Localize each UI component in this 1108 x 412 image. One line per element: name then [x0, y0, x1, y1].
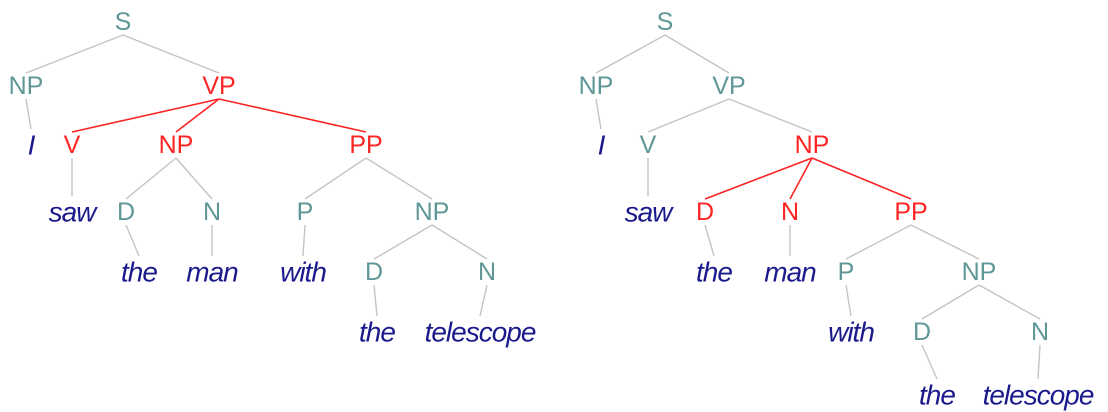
edge-n2-telescope: [479, 284, 488, 317]
edge-pp-p: [845, 224, 912, 260]
node-np1: NP: [9, 72, 44, 100]
word-with: with: [280, 257, 326, 288]
edge-pp-np3: [365, 157, 433, 200]
node-d1: D: [117, 198, 135, 226]
word-telescope: telescope: [425, 317, 536, 348]
word-the1: the: [696, 257, 732, 288]
node-s: S: [115, 8, 132, 36]
word-the1: the: [121, 257, 157, 288]
edge-np2-n1: [789, 157, 813, 200]
node-n2: N: [1031, 318, 1049, 346]
tree-edges: [595, 34, 1041, 380]
word-telescope: telescope: [983, 380, 1094, 411]
edge-np1-i: [595, 98, 602, 130]
edge-p-with: [302, 224, 306, 257]
tree-nodes: SNPIVPVsawNPDtheNmanPPPwithNPDtheNtelesc…: [579, 8, 1095, 411]
edge-vp-v: [71, 98, 220, 133]
edge-s-np1: [595, 34, 666, 74]
edge-np3-d2: [921, 284, 980, 320]
edge-np2-pp: [811, 157, 912, 200]
edge-s-np1: [25, 34, 124, 74]
edge-n2-telescope: [1037, 344, 1041, 380]
tree-nodes: SNPIVPVsawNPDtheNmanPPPwithNPDtheNtelesc…: [9, 8, 537, 348]
edge-pp-np3: [910, 224, 980, 260]
edge-vp-pp: [218, 98, 367, 133]
node-np3: NP: [962, 258, 997, 286]
word-i: I: [28, 130, 36, 161]
parse-tree-right: SNPIVPVsawNPDtheNmanPPPwithNPDtheNtelesc…: [579, 8, 1095, 411]
node-n1: N: [781, 198, 799, 226]
node-p: P: [297, 198, 314, 226]
node-np1: NP: [579, 72, 614, 100]
edge-s-vp: [664, 34, 730, 74]
node-n1: N: [203, 198, 221, 226]
edge-np2-d1: [125, 157, 177, 200]
node-v: V: [640, 131, 657, 159]
node-np2: NP: [795, 131, 830, 159]
edge-d1-the1: [704, 224, 715, 257]
edge-p-with: [845, 284, 852, 317]
node-n2: N: [478, 258, 496, 286]
node-vp: VP: [202, 72, 235, 100]
edge-s-vp: [122, 34, 220, 74]
node-pp: PP: [349, 131, 382, 159]
edge-np1-i: [25, 98, 32, 130]
word-i: I: [598, 130, 606, 161]
word-with: with: [828, 317, 874, 348]
node-p: P: [838, 258, 855, 286]
edge-pp-p: [304, 157, 367, 200]
edge-np3-d2: [373, 224, 433, 260]
word-man: man: [186, 257, 238, 288]
tree-edges: [25, 34, 488, 317]
node-s: S: [657, 8, 674, 36]
node-d1: D: [696, 198, 714, 226]
edge-np3-n2: [978, 284, 1041, 320]
parse-tree-left: SNPIVPVsawNPDtheNmanPPPwithNPDtheNtelesc…: [9, 8, 537, 348]
edge-d1-the1: [125, 224, 140, 257]
word-saw: saw: [625, 197, 675, 228]
edge-np2-d1: [704, 157, 813, 200]
node-pp: PP: [894, 198, 927, 226]
edge-vp-np2: [175, 98, 220, 133]
node-np2: NP: [159, 131, 194, 159]
edge-vp-np2: [728, 98, 813, 133]
edge-d2-the2: [373, 284, 378, 317]
edge-np2-n1: [175, 157, 213, 200]
node-vp: VP: [712, 72, 745, 100]
edge-vp-v: [647, 98, 730, 133]
word-the2: the: [919, 380, 955, 411]
word-the2: the: [359, 317, 395, 348]
edge-d2-the2: [921, 344, 938, 380]
word-saw: saw: [49, 197, 99, 228]
node-d2: D: [365, 258, 383, 286]
node-v: V: [64, 131, 81, 159]
node-d2: D: [913, 318, 931, 346]
node-np3: NP: [415, 198, 450, 226]
word-man: man: [764, 257, 816, 288]
edge-np3-n2: [431, 224, 488, 260]
